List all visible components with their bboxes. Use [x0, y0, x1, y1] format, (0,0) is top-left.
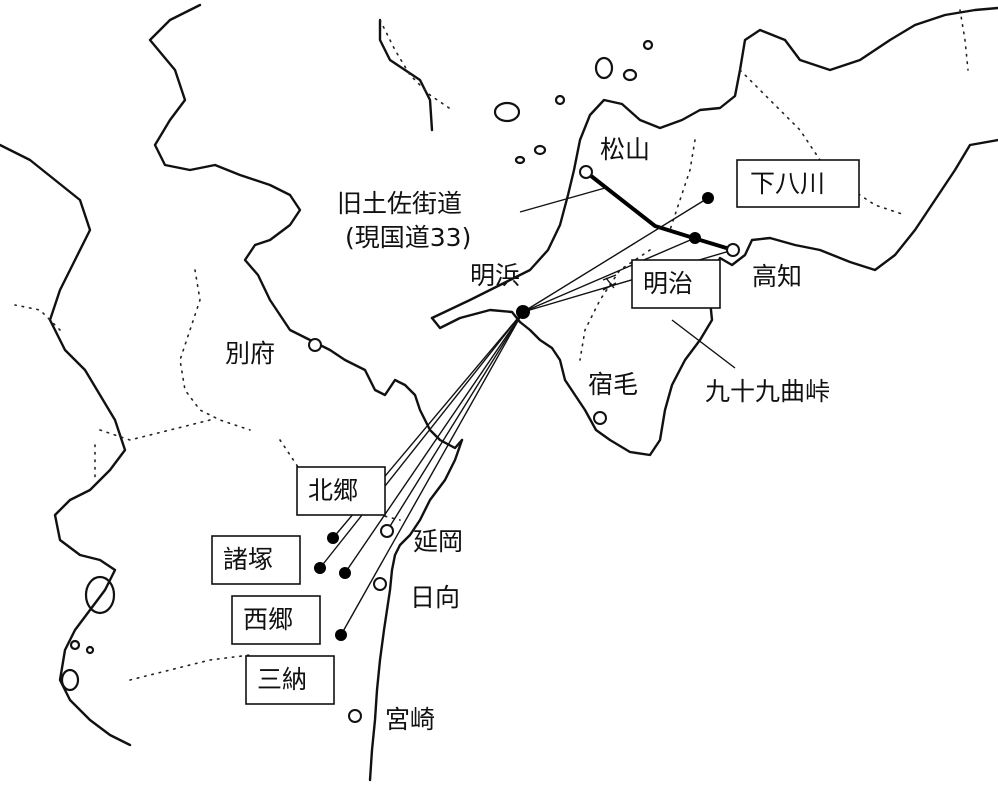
border-3 [959, 9, 969, 71]
label-shimoyagawa: 下八川 [750, 169, 825, 198]
label-old-road: 旧土佐街道 [337, 189, 462, 218]
label-meiji: 明治 [643, 269, 693, 298]
route-to-saigo [344, 311, 524, 574]
old-tosa-road [584, 170, 735, 252]
label-old-road-sub: (現国道33) [345, 223, 471, 252]
shikoku-north-coast [430, 6, 998, 320]
label-sukumo: 宿毛 [588, 370, 638, 399]
box-mimata [245, 655, 335, 705]
route-to-meiji [522, 237, 696, 313]
marker-saigo-a [339, 567, 351, 579]
marker-shimoyagawa [702, 192, 714, 204]
label-mimata: 三納 [257, 665, 307, 694]
pass-icon [602, 274, 617, 291]
label-hyuga: 日向 [410, 583, 460, 612]
label-nobeoka: 延岡 [413, 527, 463, 556]
island-3 [622, 68, 638, 82]
marker-beppu [308, 338, 322, 352]
route-to-nobeoka [386, 311, 524, 532]
label-kochi: 高知 [752, 262, 802, 291]
label-akehama: 明浜 [470, 261, 520, 290]
box-meiji [631, 259, 721, 309]
border-10 [129, 654, 251, 681]
border-9 [279, 439, 401, 521]
border-5 [579, 249, 651, 361]
box-shimoyagawa [736, 159, 860, 208]
label-pass: 九十九曲峠 [705, 377, 830, 406]
border-8 [14, 304, 61, 331]
label-beppu: 別府 [225, 339, 275, 368]
island-9 [60, 668, 80, 692]
marker-matsuyama [579, 165, 593, 179]
box-saigo [231, 595, 321, 645]
box-morotsuka [211, 535, 301, 585]
old-road-leader [519, 187, 606, 213]
island-10 [69, 639, 81, 651]
marker-miyazaki [348, 709, 362, 723]
honshu-coast [148, 3, 464, 450]
label-matsuyama: 松山 [600, 135, 650, 164]
island-7 [554, 94, 566, 106]
marker-nobeoka [380, 524, 394, 538]
kyushu-east-coast [368, 438, 464, 782]
pass-leader [671, 319, 736, 369]
marker-morotsuka [314, 562, 326, 574]
route-to-shimoyagawa [522, 197, 709, 313]
border-7 [99, 419, 211, 441]
marker-meiji [689, 232, 701, 244]
island-4 [642, 39, 654, 51]
island-5 [533, 144, 547, 156]
island-1 [493, 101, 521, 123]
island-2 [594, 56, 614, 80]
marker-hyuga [373, 577, 387, 591]
marker-kitago [327, 532, 339, 544]
marker-akehama [516, 305, 530, 319]
marker-sukumo [593, 411, 607, 425]
border-1 [379, 19, 453, 111]
island-6 [514, 155, 526, 165]
box-kitago [296, 466, 386, 516]
island-8 [84, 575, 116, 615]
marker-kochi [726, 243, 740, 257]
label-kitago: 北郷 [308, 476, 358, 505]
route-to-mimata [340, 311, 524, 636]
marker-mimata [335, 629, 347, 641]
label-miyazaki: 宮崎 [385, 705, 435, 734]
label-morotsuka: 諸塚 [223, 545, 273, 574]
island-11 [85, 645, 95, 655]
label-saigo: 西郷 [243, 605, 293, 634]
route-to-morotsuka [319, 311, 524, 569]
shikoku-south-coast [518, 138, 998, 457]
kyushu-north-coast [0, 143, 132, 747]
border-4 [669, 139, 696, 231]
sadamisaki-peninsula [430, 308, 522, 330]
